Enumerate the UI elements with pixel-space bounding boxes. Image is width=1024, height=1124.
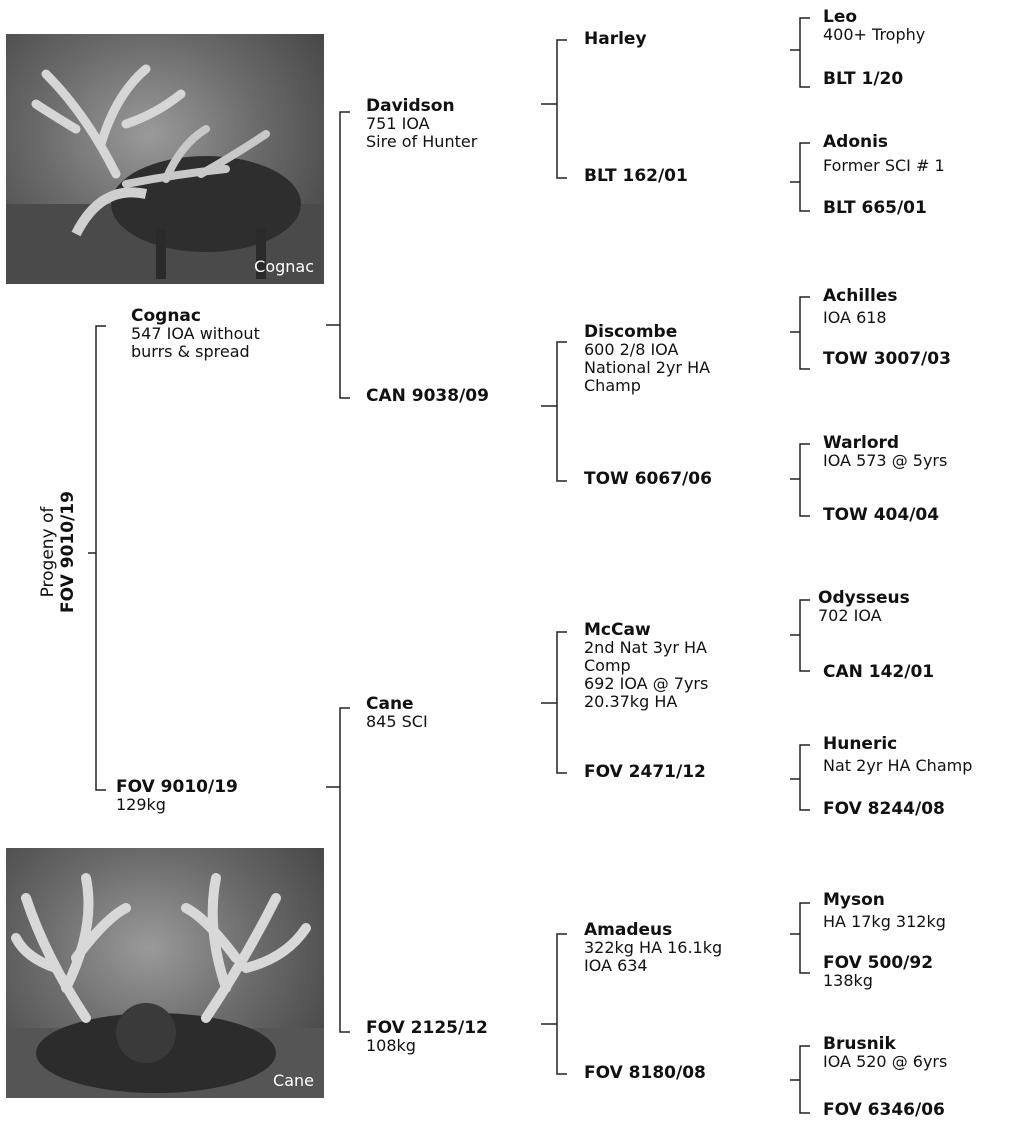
node-name: FOV 2471/12 [584, 762, 706, 782]
node-detail: Comp [584, 656, 631, 675]
node-detail: 845 SCI [366, 712, 428, 731]
node-achilles: Achilles IOA 618 [823, 287, 897, 327]
node-detail: 547 IOA without [131, 324, 260, 343]
node-name: Achilles [823, 286, 898, 306]
node-fov-8244-08: FOV 8244/08 [823, 800, 945, 818]
node-detail: 322kg HA 16.1kg [584, 938, 723, 957]
node-name: Odysseus [818, 588, 910, 608]
node-detail: IOA 634 [584, 956, 648, 975]
node-detail: 20.37kg HA [584, 692, 678, 711]
node-name: TOW 3007/03 [823, 349, 951, 369]
node-detail: burrs & spread [131, 342, 250, 361]
node-fov-500-92: FOV 500/92 138kg [823, 954, 933, 990]
node-adonis: Adonis Former SCI # 1 [823, 133, 945, 175]
node-detail: National 2yr HA [584, 358, 711, 377]
node-detail: HA 17kg 312kg [823, 912, 946, 931]
node-warlord: Warlord IOA 573 @ 5yrs [823, 434, 947, 470]
node-detail: Nat 2yr HA Champ [823, 756, 973, 775]
node-name: FOV 6346/06 [823, 1100, 945, 1120]
node-cognac: Cognac 547 IOA without burrs & spread [131, 307, 260, 361]
node-name: FOV 500/92 [823, 953, 934, 973]
node-tow-6067-06: TOW 6067/06 [584, 470, 712, 488]
node-detail: 702 IOA [818, 606, 882, 625]
node-name: BLT 162/01 [584, 166, 688, 186]
node-can-142-01: CAN 142/01 [823, 663, 934, 681]
node-name: FOV 9010/19 [116, 777, 238, 797]
node-can-9038-09: CAN 9038/09 [366, 387, 489, 405]
stag-antlers-illustration [6, 64, 324, 284]
node-leo: Leo 400+ Trophy [823, 8, 925, 44]
node-detail: 2nd Nat 3yr HA [584, 638, 707, 657]
node-name: Huneric [823, 734, 898, 754]
node-detail: IOA 573 @ 5yrs [823, 451, 948, 470]
node-discombe: Discombe 600 2/8 IOA National 2yr HA Cha… [584, 323, 710, 395]
node-name: TOW 6067/06 [584, 469, 712, 489]
node-name: CAN 9038/09 [366, 386, 489, 406]
node-name: CAN 142/01 [823, 662, 935, 682]
node-name: Cognac [131, 306, 201, 326]
node-name: Amadeus [584, 920, 673, 940]
node-harley: Harley [584, 30, 647, 48]
node-fov-9010-19: FOV 9010/19 129kg [116, 778, 238, 814]
node-huneric: Huneric Nat 2yr HA Champ [823, 735, 972, 775]
node-detail: 108kg [366, 1036, 416, 1055]
node-davidson: Davidson 751 IOA Sire of Hunter [366, 97, 477, 151]
node-tow-3007-03: TOW 3007/03 [823, 350, 951, 368]
photo-caption: Cognac [254, 257, 314, 276]
node-fov-2471-12: FOV 2471/12 [584, 763, 706, 781]
node-detail: 138kg [823, 971, 873, 990]
node-fov-6346-06: FOV 6346/06 [823, 1101, 945, 1119]
progeny-id: FOV 9010/19 [58, 491, 78, 613]
node-name: Cane [366, 694, 414, 714]
node-fov-8180-08: FOV 8180/08 [584, 1064, 706, 1082]
node-detail: 751 IOA [366, 114, 430, 133]
node-name: TOW 404/04 [823, 505, 940, 525]
node-name: FOV 2125/12 [366, 1018, 488, 1038]
node-name: Davidson [366, 96, 455, 116]
node-detail: 129kg [116, 795, 166, 814]
node-name: BLT 1/20 [823, 69, 904, 89]
node-name: Adonis [823, 132, 889, 152]
node-blt-665-01: BLT 665/01 [823, 199, 927, 217]
node-name: FOV 8180/08 [584, 1063, 706, 1083]
node-fov-2125-12: FOV 2125/12 108kg [366, 1019, 488, 1055]
node-name: Discombe [584, 322, 678, 342]
node-amadeus: Amadeus 322kg HA 16.1kg IOA 634 [584, 921, 722, 975]
cane-photo: Cane [6, 848, 324, 1098]
node-detail: Former SCI # 1 [823, 156, 945, 175]
node-detail: 692 IOA @ 7yrs [584, 674, 709, 693]
node-detail: Champ [584, 376, 641, 395]
node-detail: Sire of Hunter [366, 132, 478, 151]
progeny-label: Progeny of FOV 9010/19 [38, 491, 78, 613]
node-mccaw: McCaw 2nd Nat 3yr HA Comp 692 IOA @ 7yrs… [584, 621, 708, 711]
node-name: FOV 8244/08 [823, 799, 945, 819]
node-tow-404-04: TOW 404/04 [823, 506, 939, 524]
node-name: McCaw [584, 620, 651, 640]
node-name: Leo [823, 7, 858, 27]
node-name: Warlord [823, 433, 900, 453]
stag-antlers-illustration [6, 873, 324, 1098]
node-detail: 400+ Trophy [823, 25, 926, 44]
cognac-photo: Cognac [6, 34, 324, 284]
node-name: Harley [584, 29, 647, 49]
photo-caption: Cane [273, 1071, 314, 1090]
node-odysseus: Odysseus 702 IOA [818, 589, 910, 625]
node-detail: 600 2/8 IOA [584, 340, 679, 359]
node-detail: IOA 618 [823, 308, 887, 327]
node-blt-1-20: BLT 1/20 [823, 70, 903, 88]
node-blt-162-01: BLT 162/01 [584, 167, 688, 185]
node-name: Brusnik [823, 1034, 896, 1054]
progeny-prefix: Progeny of [38, 506, 58, 598]
node-brusnik: Brusnik IOA 520 @ 6yrs [823, 1035, 947, 1071]
node-name: Myson [823, 890, 885, 910]
node-detail: IOA 520 @ 6yrs [823, 1052, 948, 1071]
node-myson: Myson HA 17kg 312kg [823, 891, 946, 931]
node-cane: Cane 845 SCI [366, 695, 428, 731]
node-name: BLT 665/01 [823, 198, 927, 218]
